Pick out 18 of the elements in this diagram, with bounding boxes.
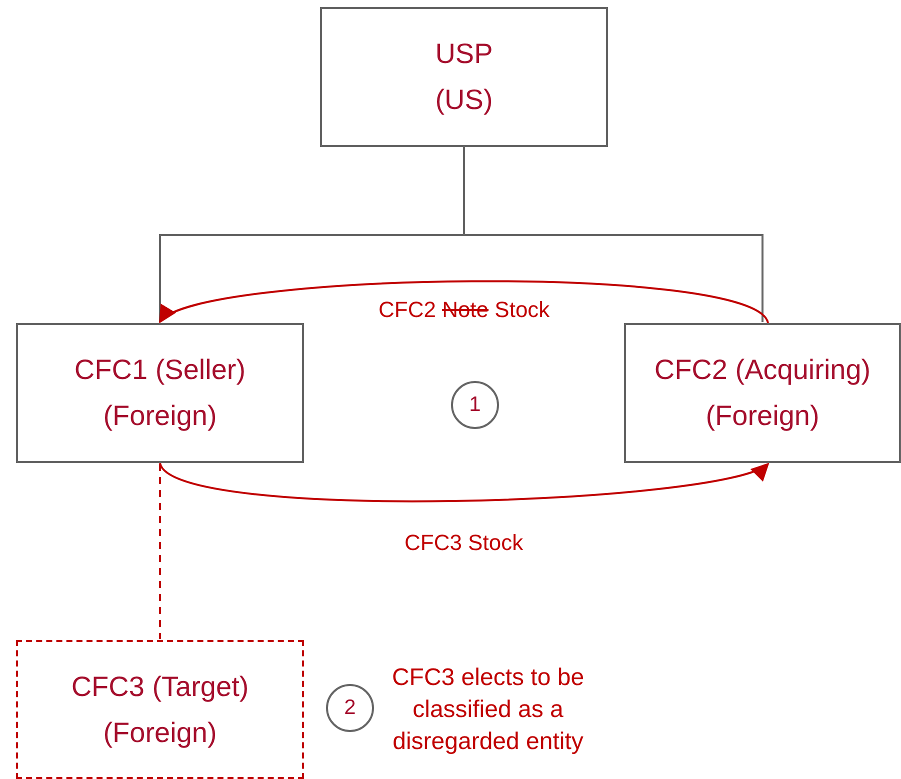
entity-box bbox=[16, 323, 304, 463]
entity-box bbox=[624, 323, 901, 463]
note-text: CFC3 elects to be classified as a disregarded entity bbox=[390, 663, 586, 757]
entity-label: CFC1 (Seller) bbox=[74, 353, 246, 387]
entity-label: USP bbox=[435, 37, 493, 71]
step-number-circle: 2 bbox=[326, 684, 374, 732]
step-number-circle: 1 bbox=[451, 381, 499, 429]
curved-arrow bbox=[158, 280, 769, 324]
entity-label: CFC2 (Acquiring) bbox=[654, 353, 871, 387]
entity-label: (US) bbox=[435, 83, 493, 117]
entity-label: (Foreign) bbox=[103, 716, 217, 750]
entity-label: (Foreign) bbox=[706, 399, 820, 433]
curved-arrow bbox=[159, 462, 770, 502]
entity-label: CFC3 (Target) bbox=[71, 670, 249, 704]
entity-label: (Foreign) bbox=[103, 399, 217, 433]
entity-box bbox=[320, 7, 608, 147]
connector-line bbox=[159, 464, 161, 639]
dashed-entity-box bbox=[16, 640, 304, 779]
